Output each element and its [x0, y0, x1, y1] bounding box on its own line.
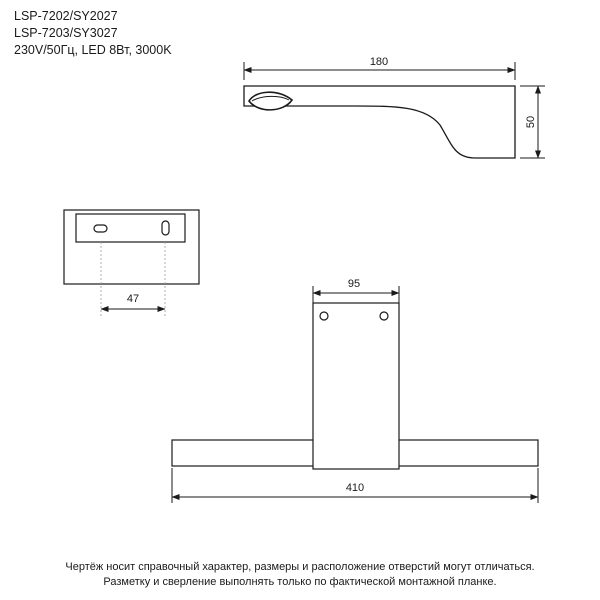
dim-label-95: 95 [348, 278, 360, 290]
screw-hole-left [319, 311, 329, 321]
dim-label-180: 180 [370, 56, 388, 68]
screw-hole-right [379, 311, 389, 321]
side-profile-outline [243, 85, 516, 159]
dim-label-47: 47 [127, 293, 139, 305]
model-code-1: LSP-7202/SY2027 [14, 9, 118, 23]
front-view: 95 410 [171, 278, 539, 503]
disclaimer-note: Чертёж носит справочный характер, размер… [0, 560, 600, 590]
dim-label-410: 410 [346, 482, 364, 494]
dim-label-50: 50 [525, 116, 537, 128]
electrical-spec: 230V/50Гц, LED 8Вт, 3000K [14, 43, 172, 57]
lamp-head-shape [248, 91, 294, 111]
model-header: LSP-7202/SY2027 LSP-7203/SY3027 230V/50Г… [14, 8, 172, 59]
side-view: 180 50 [243, 56, 545, 159]
slot-hole-horizontal [93, 224, 108, 233]
disclaimer-line-1: Чертёж носит справочный характер, размер… [65, 561, 535, 573]
wall-plate [312, 302, 400, 470]
mount-plate-view: 47 [63, 209, 200, 318]
disclaimer-line-2: Разметку и сверление выполнять только по… [103, 576, 497, 588]
slot-hole-vertical [161, 220, 170, 236]
model-code-2: LSP-7203/SY3027 [14, 26, 118, 40]
